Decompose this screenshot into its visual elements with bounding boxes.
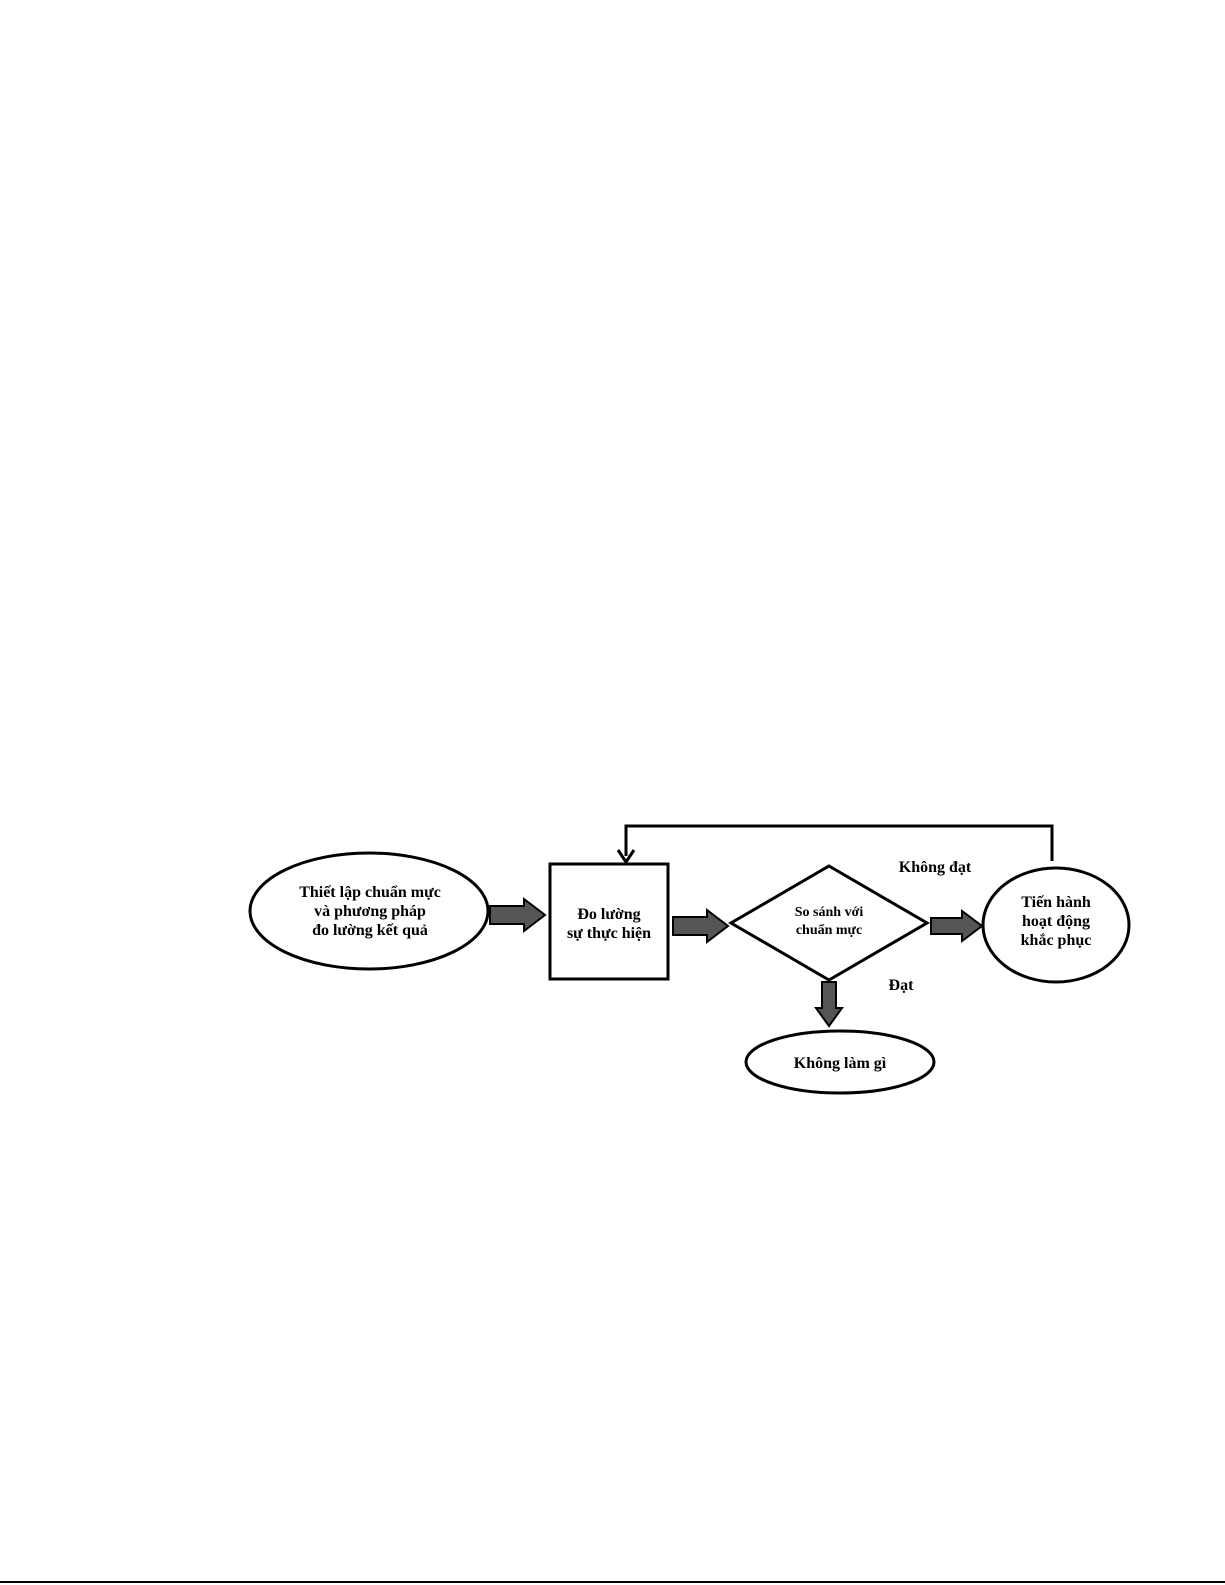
node-do-nothing-label: Không làm gì [794, 1055, 887, 1072]
node-compare-with-standards: So sánh với chuẩn mực [731, 866, 927, 980]
feedback-loop-line [626, 826, 1052, 861]
node-measure-performance: Đo lường sự thực hiện [550, 864, 668, 979]
block-arrow-standards-to-measure [490, 899, 545, 931]
node-corrective-line-3: khắc phục [1021, 932, 1092, 949]
node-corrective-line-1: Tiến hành [1021, 894, 1091, 911]
page-bottom-rule [0, 1581, 1225, 1583]
node-compare-line-2: chuẩn mực [796, 923, 862, 938]
node-do-nothing: Không làm gì [746, 1031, 934, 1093]
node-set-standards-line-1: Thiết lập chuẩn mực [299, 884, 441, 901]
edge-label-met: Đạt [889, 977, 915, 994]
node-corrective-action: Tiến hành hoạt động khắc phục [983, 868, 1129, 982]
block-arrow-measure-to-compare [673, 910, 728, 942]
node-measure-performance-line-2: sự thực hiện [567, 925, 651, 942]
node-set-standards: Thiết lập chuẩn mực và phương pháp đo lư… [250, 853, 488, 969]
node-measure-performance-line-1: Đo lường [577, 906, 640, 923]
block-arrow-compare-to-corrective [931, 911, 982, 941]
node-compare-line-1: So sánh với [795, 905, 864, 920]
edge-label-not-met: Không đạt [899, 859, 972, 876]
block-arrow-compare-to-nothing [816, 982, 842, 1026]
node-corrective-line-2: hoạt động [1022, 913, 1090, 930]
node-set-standards-line-3: đo lường kết quả [312, 922, 428, 939]
node-set-standards-line-2: và phương pháp [314, 903, 426, 920]
